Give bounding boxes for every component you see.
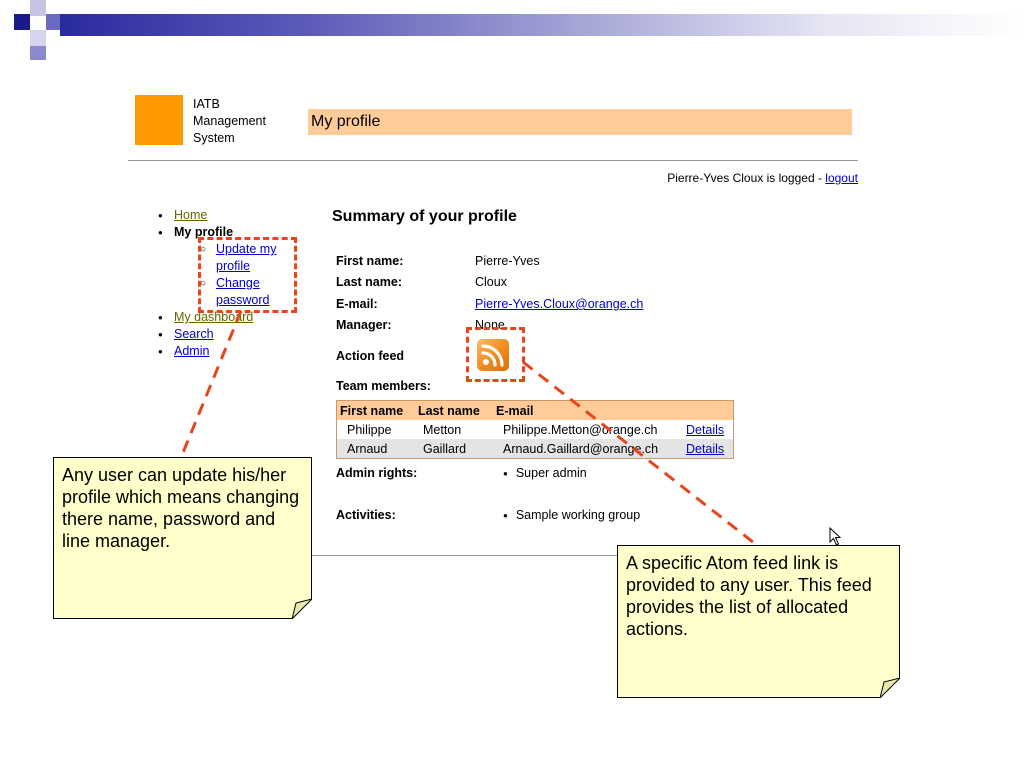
- callout-text-right: A specific Atom feed link is provided to…: [626, 553, 872, 639]
- cell-email: Arnaud.Gaillard@orange.ch: [493, 439, 683, 459]
- admin-rights-value: Super admin: [503, 466, 587, 480]
- rss-feed-icon[interactable]: [477, 339, 509, 371]
- note-fold-corner: [880, 678, 900, 698]
- email-label: E-mail:: [336, 297, 378, 311]
- nav-subitem-change-password: Change password: [200, 275, 286, 309]
- login-status: Pierre-Yves Cloux is logged - logout: [667, 171, 858, 185]
- column-header-email: E-mail: [493, 400, 734, 420]
- email-link[interactable]: Pierre-Yves.Cloux@orange.ch: [475, 297, 644, 311]
- update-profile-link[interactable]: Update my profile: [216, 242, 277, 273]
- footer-divider: [128, 555, 858, 556]
- last-name-value: Cloux: [475, 275, 507, 289]
- callout-note-right: A specific Atom feed link is provided to…: [617, 545, 900, 698]
- team-members-label: Team members:: [336, 379, 431, 393]
- activities-value: Sample working group: [503, 508, 640, 522]
- cell-details: Details: [683, 420, 734, 439]
- nav-item-my-profile: My profile Update my profile Change pass…: [158, 224, 286, 309]
- app-name: IATB Management System: [193, 96, 266, 147]
- nav-current-my-profile: My profile: [174, 225, 234, 239]
- nav-subitem-update-profile: Update my profile: [200, 241, 286, 275]
- activities-label: Activities:: [336, 508, 396, 522]
- admin-rights-label: Admin rights:: [336, 466, 418, 480]
- column-header-last-name: Last name: [415, 400, 493, 420]
- cell-last-name: Metton: [423, 422, 462, 437]
- page-title-bar: My profile: [308, 109, 852, 135]
- details-link[interactable]: Details: [685, 422, 725, 437]
- slide-decoration-square: [30, 30, 46, 46]
- logout-link[interactable]: logout: [825, 171, 858, 185]
- app-name-line: IATB: [193, 97, 220, 111]
- change-password-link[interactable]: Change password: [216, 276, 270, 307]
- manager-label: Manager:: [336, 318, 392, 332]
- details-link[interactable]: Details: [685, 441, 725, 456]
- cell-details: Details: [682, 439, 734, 459]
- mouse-cursor-icon: [829, 527, 842, 546]
- slide-decoration-square: [14, 14, 30, 30]
- header-divider: [128, 160, 858, 161]
- nav-item-admin: Admin: [158, 343, 286, 360]
- first-name-value: Pierre-Yves: [475, 254, 540, 268]
- first-name-label: First name:: [336, 254, 404, 268]
- annotation-box-rss: [466, 327, 525, 382]
- nav-item-search: Search: [158, 326, 286, 343]
- column-header-first-name: First name: [336, 400, 415, 420]
- rss-feed-icon-graphic: [481, 344, 504, 367]
- note-fold-corner: [292, 599, 312, 619]
- app-name-line: System: [193, 131, 235, 145]
- table-row: Arnaud Gaillard Arnaud.Gaillard@orange.c…: [336, 439, 734, 459]
- app-logo: [135, 95, 183, 145]
- callout-text-left: Any user can update his/her profile whic…: [62, 465, 300, 551]
- nav-link-admin[interactable]: Admin: [174, 344, 210, 358]
- cell-first-name: Philippe: [347, 422, 392, 437]
- slide-decoration-square: [30, 46, 46, 60]
- annotation-box-profile-links: [198, 237, 297, 313]
- table-header-row: First name Last name E-mail: [336, 400, 734, 420]
- cell-first-name: Arnaud: [336, 439, 415, 459]
- cell-last-name: Gaillard: [415, 439, 493, 459]
- slide-title-bar: [60, 14, 1024, 36]
- action-feed-label: Action feed: [336, 349, 405, 363]
- login-text: Pierre-Yves Cloux is logged -: [667, 171, 826, 185]
- table-row: Philippe Metton Philippe.Metton@orange.c…: [337, 420, 734, 439]
- profile-submenu: Update my profile Change password: [174, 241, 286, 309]
- slide-decoration-square: [46, 14, 62, 30]
- last-name-label: Last name:: [336, 275, 402, 289]
- profile-section-title: Summary of your profile: [332, 208, 517, 225]
- nav-link-home[interactable]: Home: [174, 208, 208, 222]
- team-members-table: First name Last name E-mail Philippe Met…: [336, 400, 734, 459]
- nav-link-search[interactable]: Search: [174, 327, 214, 341]
- cell-email: Philippe.Metton@orange.ch: [503, 422, 658, 437]
- callout-note-left: Any user can update his/her profile whic…: [53, 457, 312, 619]
- nav-item-home: Home: [158, 207, 286, 224]
- slide-decoration-square: [30, 0, 46, 16]
- page-title: My profile: [311, 113, 381, 130]
- app-name-line: Management: [193, 114, 266, 128]
- email-value: Pierre-Yves.Cloux@orange.ch: [475, 297, 643, 311]
